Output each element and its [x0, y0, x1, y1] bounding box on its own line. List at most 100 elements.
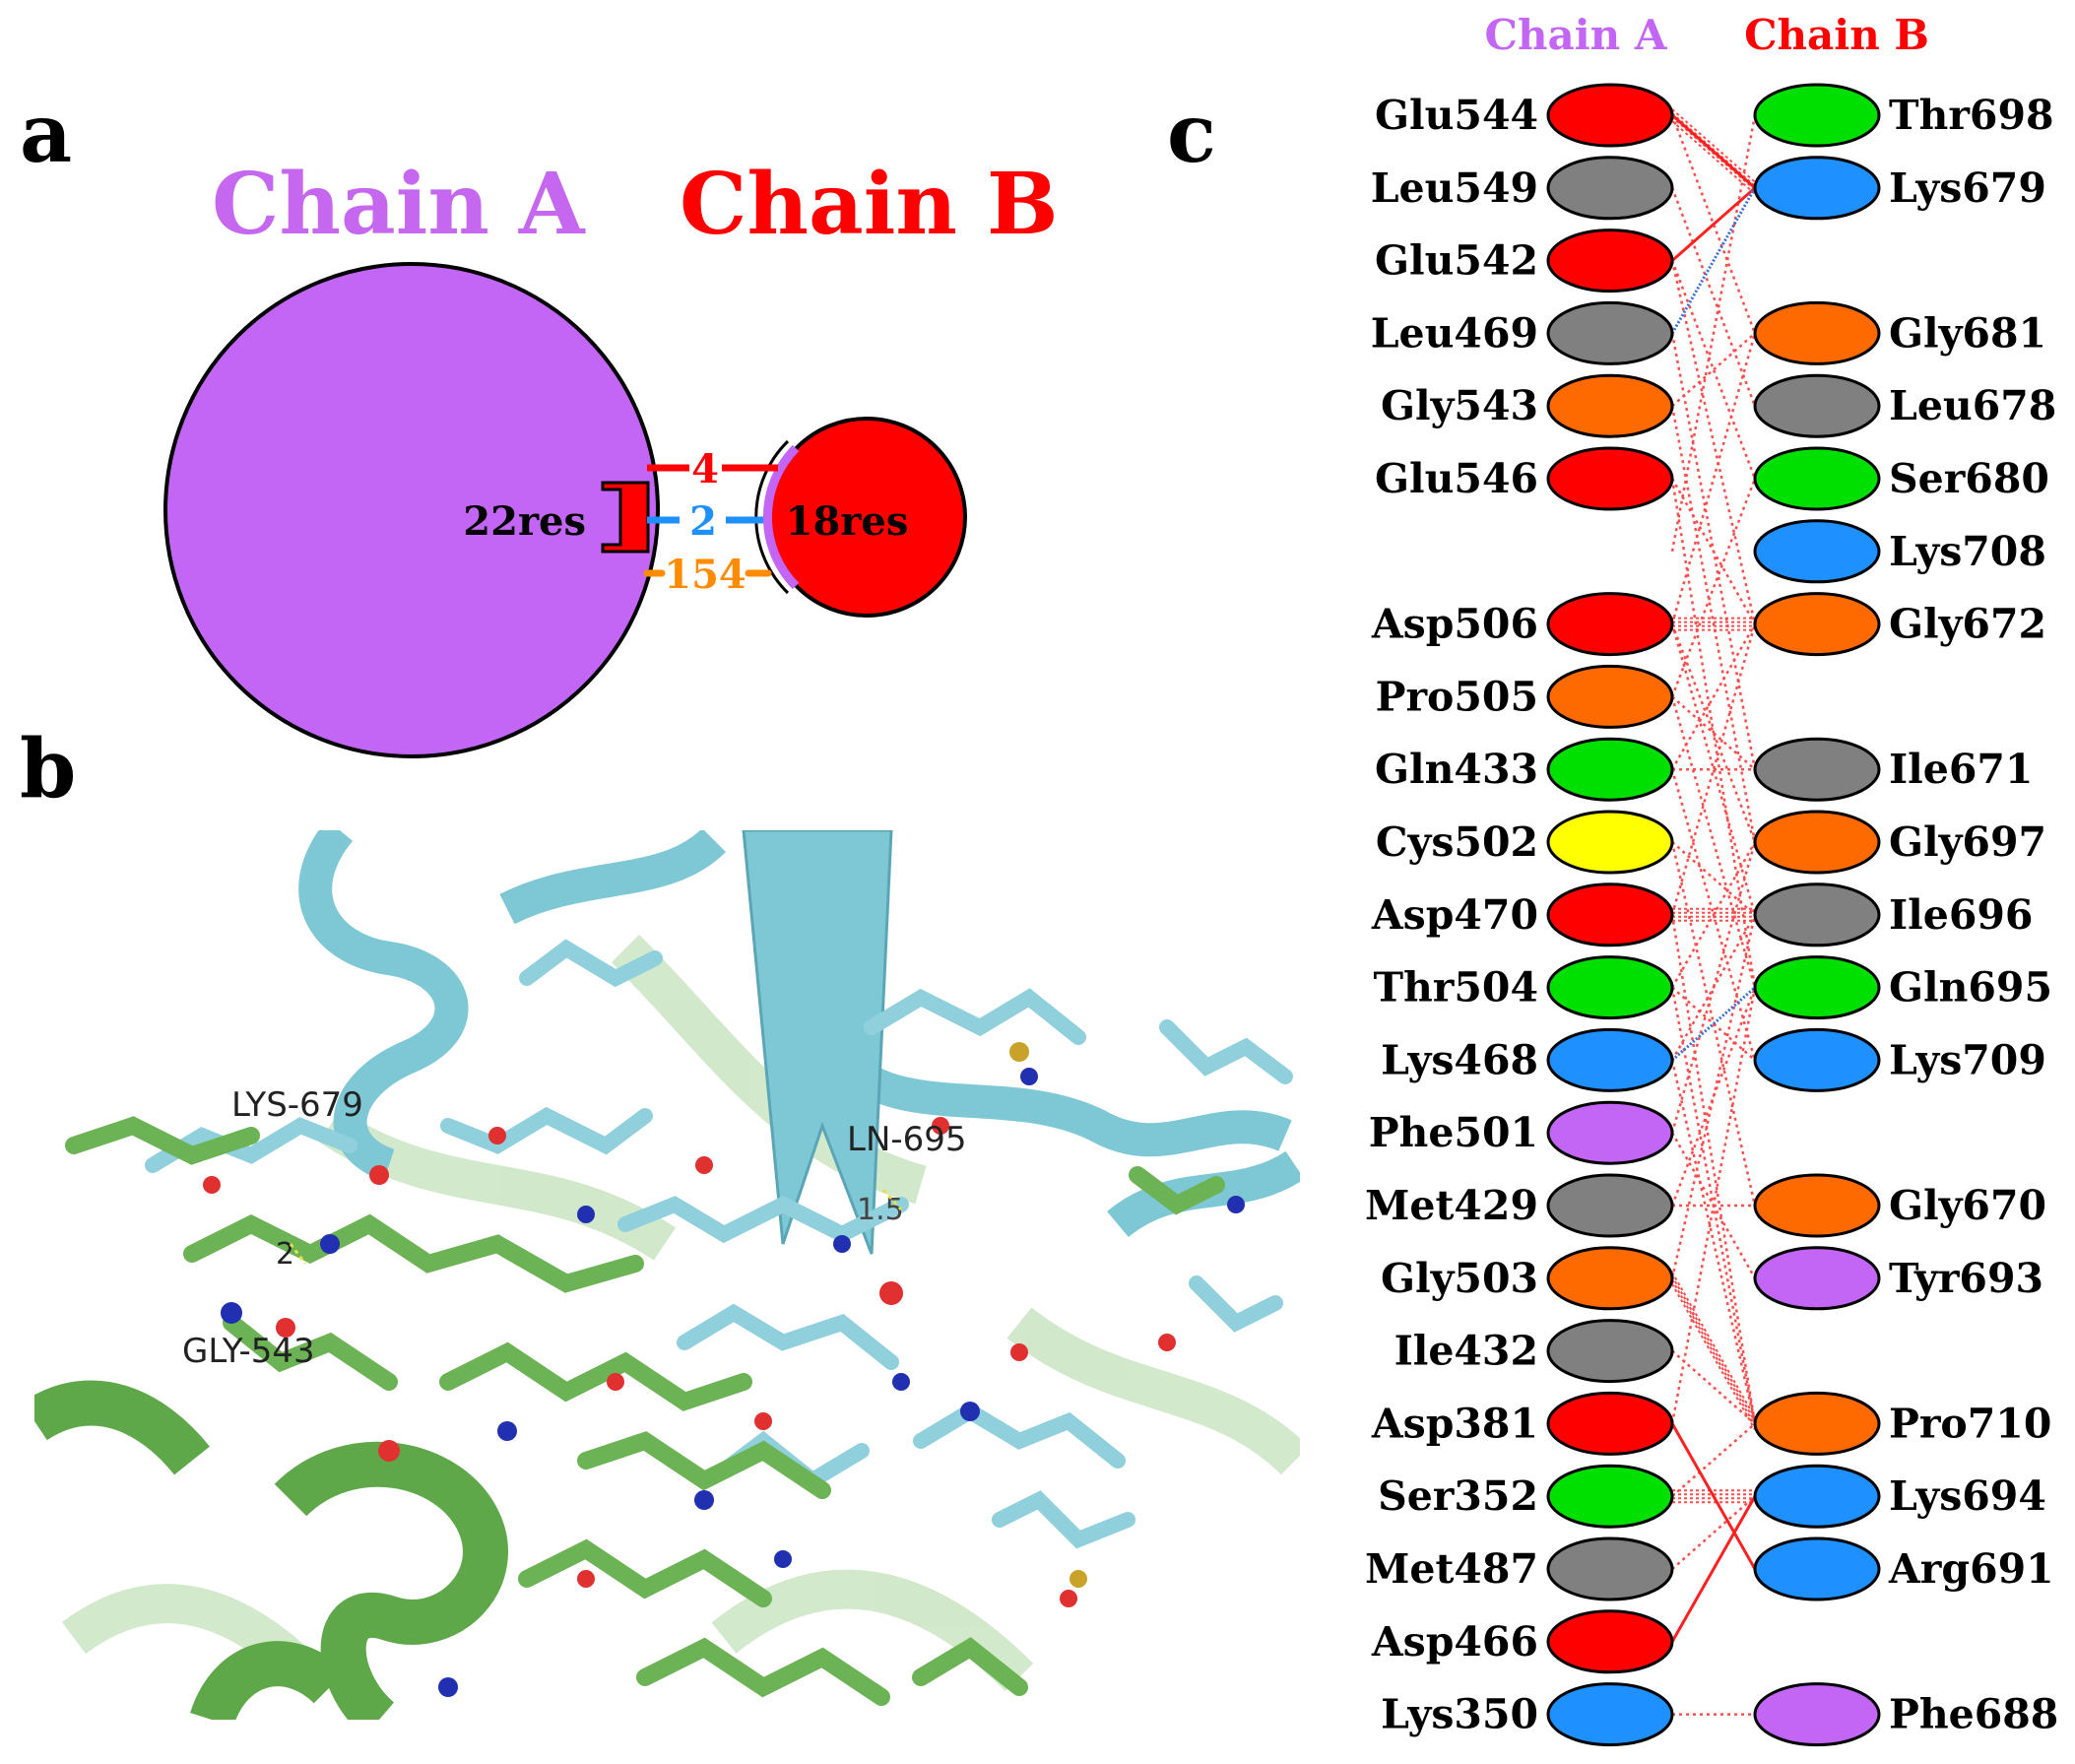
residue-label-a-asp466: Asp466: [1371, 1618, 1538, 1666]
residue-node-a-glu542: [1546, 229, 1674, 294]
residue-label-gln695: LN-695: [847, 1120, 967, 1159]
residue-node-b-gly681: [1753, 300, 1881, 365]
residue-node-a-lys468: [1546, 1027, 1674, 1092]
residue-label-b-gly697: Gly697: [1889, 818, 2046, 866]
contact-link: [1670, 623, 1757, 916]
contact-link: [1670, 623, 1757, 916]
contact-link: [1671, 986, 1756, 1062]
contact-link: [1670, 114, 1757, 334]
multi-contact-link: [1671, 1272, 1756, 1418]
residue-label-a-lys350: Lys350: [1381, 1691, 1538, 1738]
chain-b-beta-arrow: [742, 830, 893, 1255]
hbond-link: [1670, 187, 1757, 335]
residue-node-a-thr504: [1546, 955, 1674, 1020]
chain-a-sticks: [65, 1116, 1225, 1706]
residue-label-b-ile671: Ile671: [1889, 746, 2033, 793]
residue-label-a-lys468: Lys468: [1381, 1036, 1538, 1083]
multi-contact-link: [1671, 108, 1756, 183]
link-count-salt-bridges: 4: [691, 446, 719, 492]
residue-label-b-ser680: Ser680: [1889, 455, 2049, 502]
residue-label-gly543: GLY-543: [182, 1332, 315, 1371]
residue-node-b-gly697: [1753, 810, 1881, 875]
residue-nodes: Glu544Leu549Glu542Leu469Gly543Glu546Asp5…: [1365, 83, 2058, 1747]
residue-label-a-met487: Met487: [1365, 1545, 1538, 1593]
residue-node-a-gly543: [1546, 373, 1674, 438]
residue-label-a-asp506: Asp506: [1371, 601, 1538, 648]
panel-b-letter: b: [20, 722, 77, 817]
residue-node-b-ile671: [1753, 737, 1881, 802]
residue-node-a-gly503: [1546, 1246, 1674, 1311]
residue-node-b-lys708: [1753, 519, 1881, 584]
sulfur-atoms: [1009, 1042, 1087, 1588]
residue-label-a-cys502: Cys502: [1376, 818, 1538, 866]
salt-bridge-link: [1670, 1422, 1757, 1570]
residue-label-b-gly681: Gly681: [1889, 309, 2046, 357]
nitrogen-atoms: [221, 1068, 1245, 1697]
residue-label-a-glu542: Glu542: [1375, 237, 1538, 285]
residue-node-a-ile432: [1546, 1319, 1674, 1384]
residue-node-b-thr698: [1753, 83, 1881, 148]
contact-link: [1670, 1060, 1757, 1424]
header-chain-b: Chain B: [1744, 11, 1929, 59]
multi-contact-link: [1671, 1283, 1756, 1430]
residue-label-b-lys679: Lys679: [1889, 164, 2046, 212]
residue-node-a-leu549: [1546, 156, 1674, 221]
residue-node-b-tyr693: [1753, 1246, 1881, 1311]
salt-bridge-link: [1670, 1495, 1757, 1643]
chain-a-residue-count: 22res: [463, 498, 586, 545]
residue-node-a-glu544: [1546, 83, 1674, 148]
contact-link: [1670, 623, 1757, 843]
contact-link: [1670, 987, 1757, 1424]
contact-link: [1670, 841, 1757, 1207]
link-count-contacts: 154: [664, 552, 746, 598]
molecular-structure-render: LYS-679 LN-695 GLY-543 1.5 2: [34, 830, 1300, 1720]
oxygen-atoms: [203, 1117, 1176, 1607]
residue-label-a-thr504: Thr504: [1373, 964, 1538, 1012]
residue-node-b-leu678: [1753, 373, 1881, 438]
chain-b-interface-patch: [762, 444, 800, 590]
chain-a-interface-patch: [601, 481, 650, 554]
residue-node-b-gln695: [1753, 955, 1881, 1020]
residue-label-a-met429: Met429: [1365, 1182, 1538, 1229]
residue-label-a-glu544: Glu544: [1375, 92, 1538, 139]
residue-label-a-asp381: Asp381: [1371, 1400, 1538, 1447]
header-chain-a: Chain A: [1485, 11, 1668, 59]
contact-link: [1670, 841, 1757, 1134]
residue-label-a-gly543: Gly543: [1381, 382, 1538, 429]
residue-label-b-gln695: Gln695: [1889, 964, 2052, 1012]
residue-label-b-phe688: Phe688: [1889, 1691, 2058, 1738]
contact-link: [1670, 914, 1757, 1062]
contact-link: [1671, 1422, 1756, 1498]
residue-node-a-gln433: [1546, 737, 1674, 802]
contact-link: [1671, 332, 1756, 408]
residue-node-a-asp381: [1546, 1391, 1674, 1456]
contact-link: [1670, 260, 1757, 624]
residue-node-b-gly672: [1753, 592, 1881, 657]
residue-label-b-lys709: Lys709: [1889, 1036, 2046, 1083]
multi-contact-link: [1671, 1279, 1756, 1426]
residue-node-a-lys350: [1546, 1682, 1674, 1747]
interaction-links: [1670, 108, 1757, 1716]
residue-node-b-ile696: [1753, 882, 1881, 947]
residue-label-b-ile696: Ile696: [1889, 891, 2033, 939]
residue-node-a-asp506: [1546, 592, 1674, 657]
contact-link: [1670, 333, 1757, 624]
residue-label-b-pro710: Pro710: [1889, 1400, 2051, 1447]
contact-link: [1670, 114, 1757, 553]
contact-link: [1671, 1349, 1756, 1425]
residue-label-b-leu678: Leu678: [1889, 382, 2056, 429]
multi-contact-link: [1671, 116, 1756, 191]
background-ribbons: [62, 934, 1300, 1692]
residue-node-b-gly670: [1753, 1173, 1881, 1238]
residue-node-b-pro710: [1753, 1391, 1881, 1456]
residue-label-b-gly672: Gly672: [1889, 601, 2046, 648]
residue-label-b-arg691: Arg691: [1888, 1545, 2054, 1593]
residue-node-a-asp470: [1546, 882, 1674, 947]
residue-label-a-pro505: Pro505: [1376, 673, 1538, 720]
residue-label-b-thr698: Thr698: [1889, 92, 2054, 139]
residue-label-b-tyr693: Tyr693: [1889, 1255, 2043, 1302]
residue-node-b-lys679: [1753, 156, 1881, 221]
panel-c-letter: c: [1167, 87, 1216, 181]
residue-label-a-ile432: Ile432: [1394, 1328, 1538, 1375]
